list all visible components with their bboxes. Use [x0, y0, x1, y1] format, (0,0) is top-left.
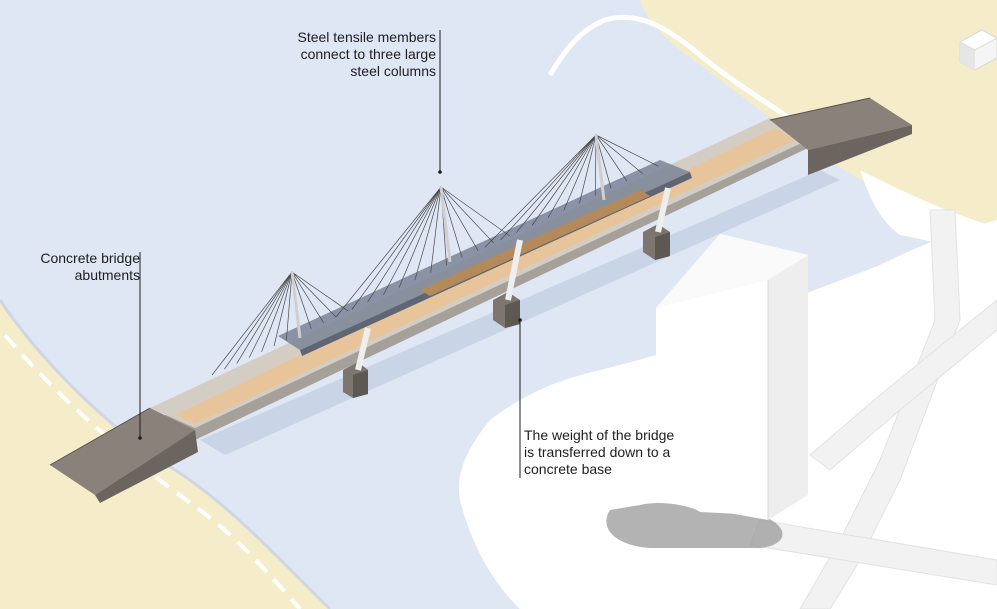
- glass-canopy: [278, 160, 690, 350]
- cable: [595, 134, 628, 182]
- pier-right: [643, 187, 671, 260]
- small-building: [958, 29, 997, 71]
- cable: [291, 271, 349, 312]
- cables-leader-dot: [438, 170, 442, 174]
- road-diagonal: [809, 299, 997, 471]
- cable: [351, 186, 442, 310]
- cable: [398, 186, 442, 288]
- left-bank-edge: [0, 299, 332, 609]
- cable: [224, 271, 293, 370]
- cable: [595, 134, 659, 167]
- abutments-annotation: Concrete bridge abutments: [40, 250, 140, 283]
- pier-middle: [493, 239, 523, 328]
- bench-strip: [420, 190, 650, 296]
- cable: [286, 271, 293, 341]
- cable: [531, 134, 597, 226]
- right-bank-shore: [547, 14, 802, 128]
- cable: [291, 271, 337, 318]
- cable: [261, 271, 293, 352]
- cable: [367, 186, 442, 303]
- cable: [291, 271, 324, 323]
- pier-left: [343, 327, 371, 398]
- left-bank-path: [3, 333, 302, 609]
- cable: [273, 271, 293, 347]
- cable: [383, 186, 442, 296]
- left-riverbank: [0, 300, 330, 609]
- abutments-leader-dot: [138, 436, 142, 440]
- cable: [500, 134, 597, 241]
- cable: [595, 134, 643, 174]
- steel-members-annotation: Steel tensile members connect to three l…: [297, 29, 436, 79]
- cable: [440, 186, 463, 259]
- left-abutment: [49, 407, 198, 503]
- weight-annotation: The weight of the bridge is transferred …: [524, 427, 675, 477]
- road-vertical: [799, 209, 961, 609]
- cable: [291, 271, 312, 329]
- cable: [440, 186, 510, 237]
- cable: [414, 186, 442, 281]
- cable: [563, 134, 597, 211]
- cable: [236, 271, 293, 364]
- cable: [440, 186, 479, 251]
- cable: [484, 134, 597, 248]
- timber-walkway: [175, 128, 795, 424]
- cable: [440, 186, 495, 244]
- weight-leader-dot: [518, 318, 522, 322]
- cable: [430, 186, 442, 273]
- cable: [211, 271, 293, 376]
- tall-building: [656, 234, 808, 520]
- mast-left: [290, 271, 302, 339]
- cable: [248, 271, 293, 358]
- mast-middle: [439, 186, 452, 263]
- cable: [579, 134, 597, 204]
- right-ground-upper: [860, 170, 997, 260]
- right-abutment: [769, 97, 912, 175]
- cable: [547, 134, 597, 219]
- cable: [516, 134, 597, 233]
- mast-right: [594, 134, 606, 201]
- cable: [335, 186, 442, 318]
